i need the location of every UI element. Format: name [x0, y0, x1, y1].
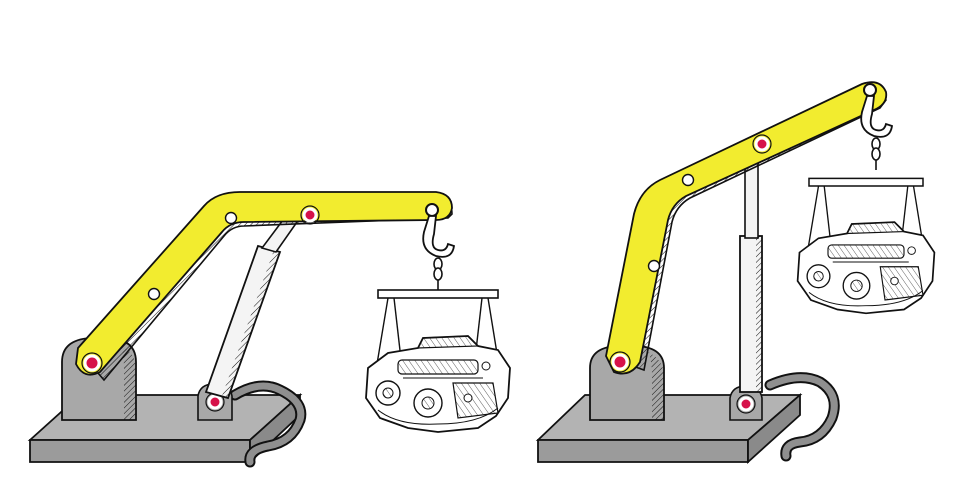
hydraulic-cylinder-icon — [740, 160, 762, 392]
panel-lowered — [30, 192, 510, 462]
panel-raised — [538, 82, 934, 462]
engine-block-icon — [366, 290, 510, 432]
engine-block-icon — [798, 178, 935, 313]
